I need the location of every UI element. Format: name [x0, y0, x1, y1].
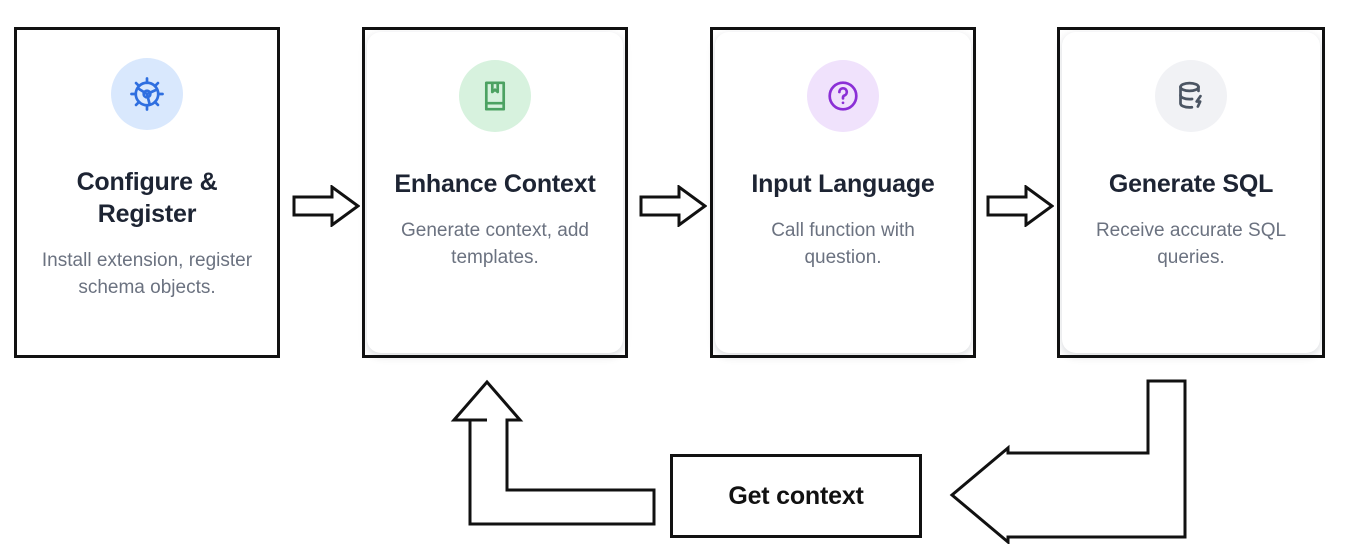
step-card-body: Configure & Register Install extension, …	[17, 30, 277, 355]
step-card-enhance-context[interactable]: Enhance Context Generate context, add te…	[362, 27, 628, 358]
question-circle-icon-badge	[807, 60, 879, 132]
step-card-configure-register[interactable]: Configure & Register Install extension, …	[14, 27, 280, 358]
step-description: Call function with question.	[771, 220, 915, 268]
step-card-input-language[interactable]: Input Language Call function with questi…	[710, 27, 976, 358]
book-bookmark-icon-badge	[459, 60, 531, 132]
step-title: Input Language	[751, 170, 935, 198]
step-card-body: Input Language Call function with questi…	[715, 32, 971, 353]
step-title: Generate SQL	[1108, 170, 1274, 198]
step-card-body: Generate SQL Receive accurate SQL querie…	[1062, 32, 1320, 353]
step-card-body: Enhance Context Generate context, add te…	[367, 32, 623, 353]
arrow-step1-to-step2	[292, 185, 360, 227]
question-circle-icon	[824, 77, 862, 115]
step-title: Enhance Context	[394, 170, 596, 198]
get-context-box[interactable]: Get context	[670, 454, 922, 538]
get-context-label: Get context	[728, 481, 864, 510]
step-card-generate-sql[interactable]: Generate SQL Receive accurate SQL querie…	[1057, 27, 1325, 358]
step-description: Install extension, register schema objec…	[41, 250, 253, 298]
arrow-get-context-to-enhance-context	[446, 376, 662, 528]
step-description: Generate context, add templates.	[400, 220, 589, 268]
book-bookmark-icon	[477, 78, 513, 114]
gear-icon-badge	[111, 58, 183, 130]
step-description: Receive accurate SQL queries.	[1095, 220, 1287, 268]
arrow-step2-to-step3	[639, 185, 707, 227]
arrow-step3-to-step4	[986, 185, 1054, 227]
database-bolt-icon	[1173, 78, 1209, 114]
database-bolt-icon-badge	[1155, 60, 1227, 132]
step-title: Configure & Register	[76, 168, 218, 228]
arrow-generate-sql-to-get-context	[946, 376, 1196, 544]
gear-icon	[128, 75, 166, 113]
